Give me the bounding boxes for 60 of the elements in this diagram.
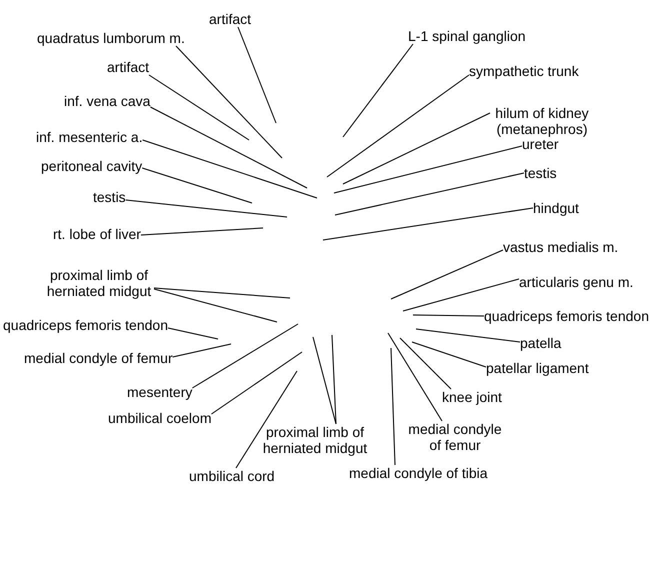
- leader-line: [402, 278, 520, 312]
- structure-label: testis: [93, 189, 126, 205]
- leader-line: [154, 288, 290, 298]
- structure-label: mesentery: [127, 384, 192, 400]
- leader-line: [142, 168, 252, 204]
- leader-line: [390, 348, 396, 466]
- leader-line: [154, 288, 278, 322]
- structure-label: inf. vena cava: [64, 93, 150, 109]
- leader-line: [416, 328, 520, 342]
- structure-label: proximal limb of herniated midgut: [260, 424, 370, 456]
- structure-label: quadriceps femoris tendon: [484, 308, 649, 324]
- leader-line: [172, 344, 232, 358]
- leader-line: [236, 370, 298, 468]
- leader-line: [412, 342, 486, 368]
- leader-line: [388, 332, 442, 422]
- structure-label: medial condyle of femur: [405, 421, 505, 453]
- leader-line: [334, 172, 524, 216]
- structure-label: testis: [524, 165, 557, 181]
- structure-label: artifact: [209, 11, 252, 27]
- structure-label: patellar ligament: [486, 360, 589, 376]
- structure-label: rt. lobe of liver: [53, 226, 141, 242]
- leader-line: [210, 352, 302, 414]
- leader-line: [342, 44, 414, 138]
- leader-line: [312, 336, 336, 424]
- structure-label: umbilical cord: [189, 468, 275, 484]
- leader-line: [412, 314, 484, 316]
- leader-line: [322, 208, 534, 240]
- structure-label: vastus medialis m.: [503, 239, 618, 255]
- structure-label: inf. mesenteric a.: [36, 129, 143, 145]
- leader-line: [332, 334, 336, 424]
- structure-label: L-1 spinal ganglion: [408, 28, 526, 44]
- structure-label: medial condyle of tibia: [349, 465, 488, 481]
- leader-line: [342, 112, 490, 184]
- leader-line: [150, 106, 308, 188]
- structure-label: sympathetic trunk: [469, 63, 579, 79]
- structure-label: quadriceps femoris tendon: [3, 317, 168, 333]
- structure-label: ureter: [522, 136, 559, 152]
- structure-label: knee joint: [442, 389, 502, 405]
- structure-label: patella: [520, 335, 562, 351]
- leader-line: [140, 228, 264, 236]
- leader-line: [125, 200, 288, 218]
- structure-label: hindgut: [533, 200, 579, 216]
- leader-line: [168, 328, 218, 340]
- leader-line: [148, 74, 250, 140]
- structure-label: medial condyle of femur: [24, 350, 173, 366]
- structure-label: peritoneal cavity: [41, 158, 142, 174]
- structure-label: articularis genu m.: [519, 274, 634, 290]
- structure-label: quadratus lumborum m.: [37, 30, 185, 46]
- leader-line: [400, 338, 452, 390]
- leader-line: [334, 146, 522, 194]
- structure-label: artifact: [107, 59, 150, 75]
- structure-label: umbilical coelom: [108, 410, 212, 426]
- structure-label: hilum of kidney (metanephros): [490, 105, 594, 137]
- leader-line: [326, 74, 470, 178]
- leader-line: [390, 250, 504, 300]
- leader-line: [192, 324, 298, 388]
- leader-line: [176, 46, 282, 158]
- structure-label: proximal limb of herniated midgut: [44, 267, 154, 299]
- leader-line: [238, 26, 276, 124]
- leader-line: [142, 140, 318, 198]
